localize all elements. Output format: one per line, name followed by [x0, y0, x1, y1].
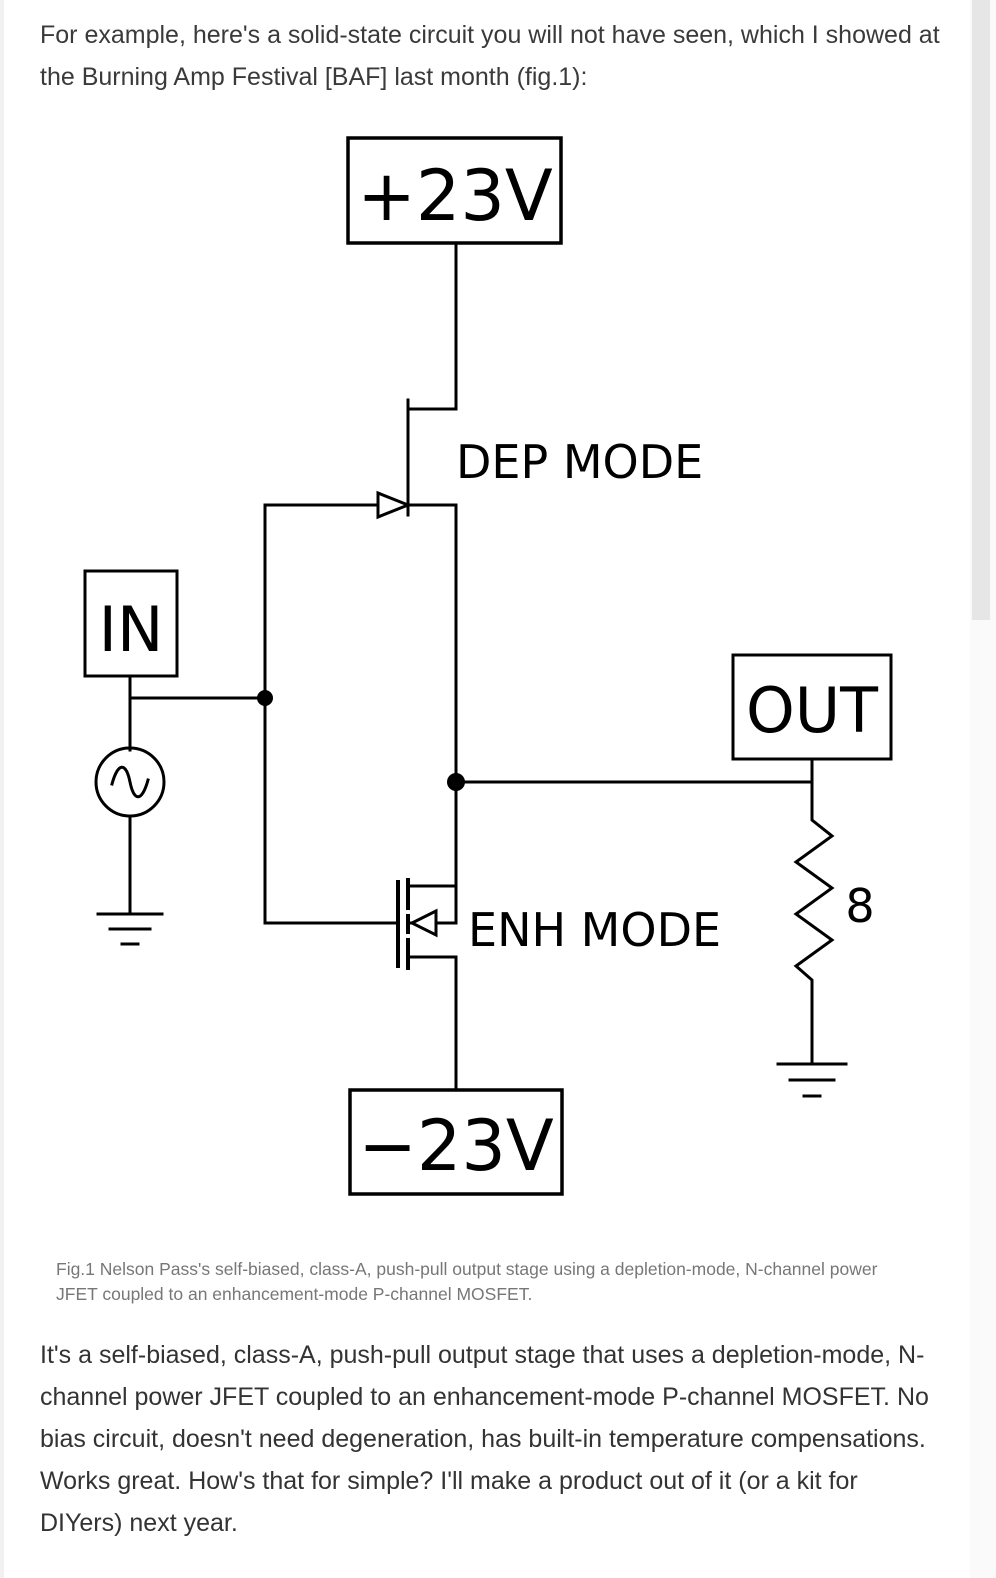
output-label: OUT [746, 674, 879, 747]
jfet-gate-wire [263, 503, 410, 925]
output-box [731, 653, 893, 761]
jfet-source-wire [406, 503, 458, 784]
supply-wire-top [406, 241, 458, 411]
positive-supply-label: +23V [357, 155, 553, 237]
scrollbar-thumb[interactable] [972, 0, 990, 620]
jfet-gate-arrow [376, 490, 413, 520]
dep-mode-label: DEP MODE [456, 435, 703, 489]
input-label: IN [99, 593, 164, 666]
negative-supply-label: −23V [358, 1105, 554, 1187]
mosfet-source-wire [406, 955, 458, 1092]
intro-paragraph: For example, here's a solid-state circui… [40, 21, 940, 91]
mosfet-body-arrow [408, 908, 438, 938]
input-wire [128, 674, 267, 752]
negative-supply-box [348, 1088, 564, 1196]
body-paragraph: It's a self-biased, class-A, push-pull o… [40, 1341, 929, 1537]
figure-caption: Fig.1 Nelson Pass's self-biased, class-A… [56, 1259, 878, 1304]
enh-mode-label: ENH MODE [468, 903, 721, 957]
load-resistor [793, 780, 835, 1064]
output-wire [454, 758, 814, 784]
sine-symbol [110, 765, 150, 799]
article-page [4, 0, 970, 1578]
mosfet-drain-wire [406, 780, 458, 888]
load-value-label: 8 [845, 879, 874, 933]
junction-dot-output [447, 773, 465, 791]
junction-dot-gate [257, 690, 273, 706]
